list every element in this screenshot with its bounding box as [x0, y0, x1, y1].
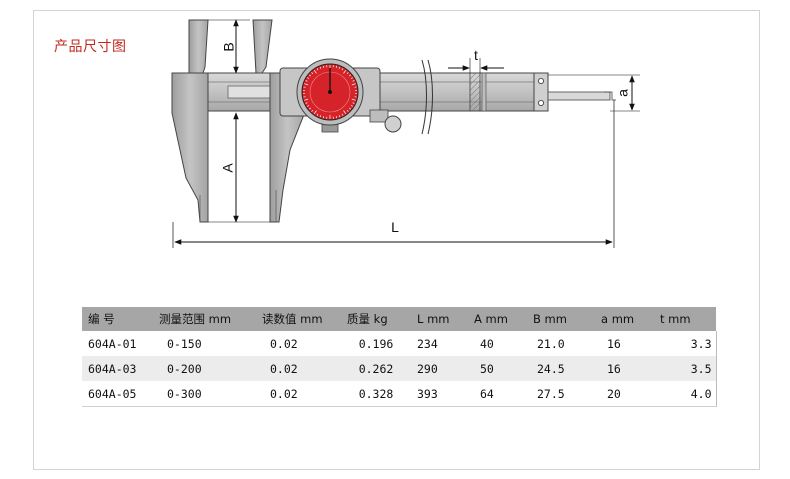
caliper-dimension-diagram: B A L a t [171, 19, 640, 248]
dial-tick [352, 80, 355, 82]
dial-tick [343, 69, 347, 74]
dial-slider [279, 58, 402, 133]
dial-tick [304, 98, 309, 101]
table-row: 604A-01 0-150 0.02 0.196 234 40 21.0 16 … [82, 331, 717, 356]
table-cell: 50 [468, 356, 527, 381]
table-cell: 3.3 [654, 331, 717, 356]
table-cell: 3.5 [654, 356, 717, 381]
table-cell: 0.02 [256, 356, 341, 381]
header-cell: 质量 kg [341, 307, 411, 331]
table-cell: 0.02 [256, 381, 341, 407]
table-cell: 393 [411, 381, 468, 407]
header-cell: L mm [411, 307, 468, 331]
section-title: 产品尺寸图 [54, 39, 127, 55]
dial-tick [316, 113, 319, 116]
label-t: t [474, 47, 478, 63]
table-cell: 0.328 [341, 381, 411, 407]
spec-table: 编 号 测量范围 mm 读数值 mm 质量 kg L mm A mm B mm … [82, 307, 717, 407]
dial-tick [346, 109, 349, 112]
header-cell: 读数值 mm [256, 307, 341, 331]
table-cell: 0-300 [153, 381, 256, 407]
dial-tick [308, 74, 311, 77]
dimension-t: t [448, 47, 504, 73]
table-cell: 0.02 [270, 336, 298, 351]
table-cell: 40 [480, 336, 494, 351]
table-cell: 21.0 [537, 336, 565, 351]
dial-tick [341, 113, 344, 116]
dimension-L: L [172, 100, 615, 248]
table-cell: 290 [411, 356, 468, 381]
table-cell: 27.5 [527, 381, 595, 407]
dial-tick [350, 77, 353, 79]
dial-tick [311, 72, 314, 75]
t-section [421, 59, 487, 135]
header-cell: a mm [595, 307, 654, 331]
dial-tick [341, 68, 344, 71]
table-cell: 20 [595, 381, 654, 407]
dial-tick [346, 72, 349, 75]
dial-tick [319, 66, 322, 69]
dial-tick [307, 105, 310, 107]
caliper-beam [171, 72, 616, 112]
dial-tick [352, 102, 355, 104]
table-cell: 0.262 [341, 356, 411, 381]
header-cell: t mm [654, 307, 716, 331]
fixed-jaw [171, 19, 209, 223]
table-row: 604A-03 0-200 0.02 0.262 290 50 24.5 16 … [82, 356, 717, 381]
dial-tick [307, 77, 310, 79]
label-L: L [391, 219, 399, 235]
header-cell: 测量范围 mm [153, 307, 256, 331]
sliding-jaw [252, 19, 306, 223]
table-cell: 16 [595, 356, 654, 381]
dial-tick [350, 105, 353, 107]
dial-tick [304, 83, 309, 86]
dial-tick [305, 80, 308, 82]
label-a: a [615, 89, 631, 97]
table-row: 604A-05 0-300 0.02 0.328 393 64 27.5 20 … [82, 381, 717, 407]
dial-tick [313, 69, 317, 74]
dimension-a: a [548, 74, 640, 112]
header-cell: 编 号 [82, 307, 153, 331]
table-cell: 16 [607, 336, 621, 351]
dial-tick [316, 68, 319, 71]
table-cell: 0-200 [153, 356, 256, 381]
dial-tick [343, 110, 347, 115]
table-cell: 604A-05 [82, 381, 153, 407]
label-A: A [220, 163, 236, 173]
dial-tick [338, 66, 341, 69]
table-header-row: 编 号 测量范围 mm 读数值 mm 质量 kg L mm A mm B mm … [82, 307, 716, 331]
table-cell: 0.196 [358, 336, 394, 351]
dial-tick [313, 110, 317, 115]
table-cell: 604A-03 [82, 356, 153, 381]
dial-tick [338, 115, 341, 118]
dimension-A: A [208, 112, 270, 223]
table-cell: 24.5 [527, 356, 595, 381]
dial-tick [308, 107, 311, 110]
table-cell: 604A-01 [88, 336, 137, 351]
table-cell: 0-150 [167, 336, 202, 351]
table-cell: 234 [417, 336, 438, 351]
header-cell: B mm [527, 307, 595, 331]
header-cell: A mm [468, 307, 527, 331]
dial-tick [319, 115, 322, 118]
table-cell: 4.0 [654, 381, 717, 407]
dial-tick [351, 98, 356, 101]
dial-tick [305, 102, 308, 104]
dial-tick [349, 74, 352, 77]
dial-tick [349, 107, 352, 110]
dial-tick [351, 83, 356, 86]
dimension-B: B [208, 19, 250, 74]
table-cell: 64 [468, 381, 527, 407]
dial-tick [311, 109, 314, 112]
label-B: B [221, 42, 237, 51]
